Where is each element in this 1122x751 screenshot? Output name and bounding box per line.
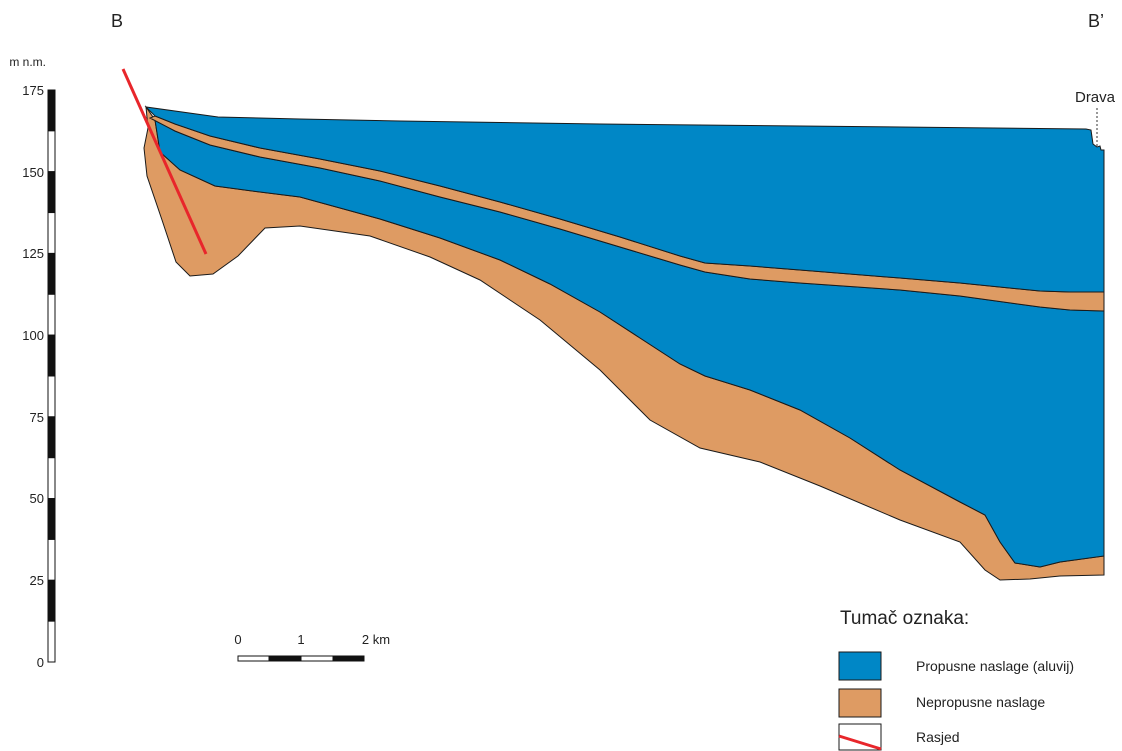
elevation-scale-segment bbox=[47, 130, 56, 173]
elevation-scale-bar bbox=[47, 89, 56, 663]
geological-section bbox=[143, 105, 1105, 581]
elevation-scale-segment bbox=[47, 212, 56, 254]
elevation-tick-150: 150 bbox=[22, 165, 44, 180]
elevation-scale-segment bbox=[47, 375, 56, 418]
elevation-scale-segment bbox=[47, 252, 56, 295]
elevation-tick-125: 125 bbox=[22, 246, 44, 261]
profile-start-label: B bbox=[111, 11, 123, 31]
fault-line bbox=[121, 68, 208, 255]
elevation-scale-segment bbox=[47, 457, 56, 500]
legend-title: Tumač oznaka: bbox=[840, 608, 969, 629]
scale-segment-1 bbox=[237, 655, 270, 662]
elevation-scale-segment bbox=[47, 89, 56, 132]
elevation-tick-175: 175 bbox=[22, 83, 44, 98]
river-marker: Drava bbox=[1075, 89, 1116, 148]
elevation-scale-segment bbox=[47, 498, 56, 540]
elevation-scale-segment bbox=[47, 293, 56, 336]
scale-segment-3 bbox=[300, 655, 334, 662]
legend-label-permeable: Propusne naslage (aluvij) bbox=[916, 658, 1074, 674]
legend-swatch-permeable bbox=[838, 651, 882, 681]
elevation-tick-75: 75 bbox=[30, 410, 44, 425]
elevation-scale-segment bbox=[47, 538, 56, 581]
scale-label-2: 2 km bbox=[362, 632, 390, 647]
legend-swatch-impermeable bbox=[838, 688, 882, 718]
elevation-unit-label: m n.m. bbox=[9, 55, 46, 69]
elevation-tick-0: 0 bbox=[37, 655, 44, 670]
scale-segment-2 bbox=[268, 655, 302, 662]
elevation-scale-segment bbox=[47, 579, 56, 622]
scale-label-0: 0 bbox=[234, 632, 241, 647]
scale-label-1: 1 bbox=[297, 632, 304, 647]
legend-label-impermeable: Nepropusne naslage bbox=[916, 694, 1045, 710]
horizontal-scale-bar: 0 1 2 km bbox=[234, 632, 390, 662]
elevation-axis: m n.m. 0 25 50 75 100 125 150 175 bbox=[9, 55, 56, 670]
legend-label-fault: Rasjed bbox=[916, 729, 960, 745]
elevation-scale-segment bbox=[47, 620, 56, 663]
profile-end-label: B’ bbox=[1088, 11, 1104, 31]
elevation-scale-segment bbox=[47, 334, 56, 377]
upper-permeable-layer bbox=[144, 106, 1105, 293]
scale-segment-4 bbox=[332, 655, 365, 662]
legend: Tumač oznaka: Propusne naslage (aluvij) … bbox=[838, 608, 1074, 751]
legend-fault-symbol bbox=[838, 734, 882, 751]
elevation-tick-25: 25 bbox=[30, 573, 44, 588]
elevation-tick-50: 50 bbox=[30, 491, 44, 506]
elevation-scale-segment bbox=[47, 416, 56, 459]
river-label: Drava bbox=[1075, 89, 1116, 106]
elevation-scale-segment bbox=[47, 171, 56, 214]
elevation-tick-100: 100 bbox=[22, 328, 44, 343]
